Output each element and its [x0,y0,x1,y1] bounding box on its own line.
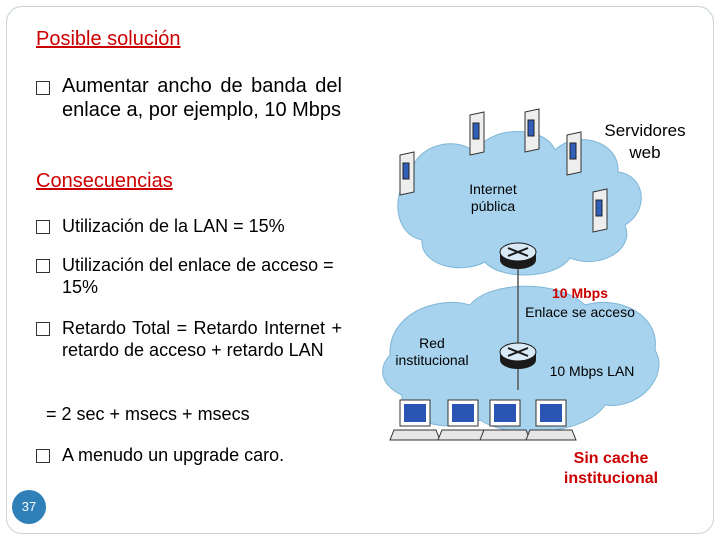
bullet-box [36,220,50,234]
network-diagram [382,108,660,441]
lan-label: 10 Mbps LAN [549,363,635,379]
no-cache-label: Sin cache institucional [563,450,659,487]
workstation-icon [437,399,489,441]
bullet-box [36,322,50,336]
consequence-item: Retardo Total = Retardo Internet + retar… [62,318,342,360]
workstation-icon [479,399,531,441]
solution-text: Aumentar ancho de banda del enlace a, po… [62,75,342,121]
bullet-box [36,449,50,463]
server-icon [399,151,415,196]
institutional-net-label: Red institucional [395,335,469,368]
server-icon [566,131,582,176]
page-number-badge: 37 [12,490,46,524]
slide-title: Posible solución [36,28,181,50]
consequences-heading: Consecuencias [36,170,173,192]
slide-frame [6,6,714,534]
internet-label: Internet pública [469,181,517,214]
equation-text: = 2 sec + msecs + msecs [46,404,250,424]
servers-label: Servidores web [604,121,686,162]
router-icon [499,342,537,369]
access-link-label: Enlace se acceso [525,304,635,320]
consequence-item: Utilización de la LAN = 15% [62,216,285,236]
link-speed-label: 10 Mbps [551,285,608,301]
server-icon [524,108,540,153]
workstation-icon [389,399,441,441]
bullet-box [36,81,50,95]
server-icon [469,111,485,156]
router-icon [499,242,537,269]
consequence-item: Utilización del enlace de acceso = 15% [62,255,334,297]
last-point: A menudo un upgrade caro. [62,445,285,465]
workstation-icon [525,399,577,441]
server-icon [592,188,608,233]
bullet-box [36,259,50,273]
